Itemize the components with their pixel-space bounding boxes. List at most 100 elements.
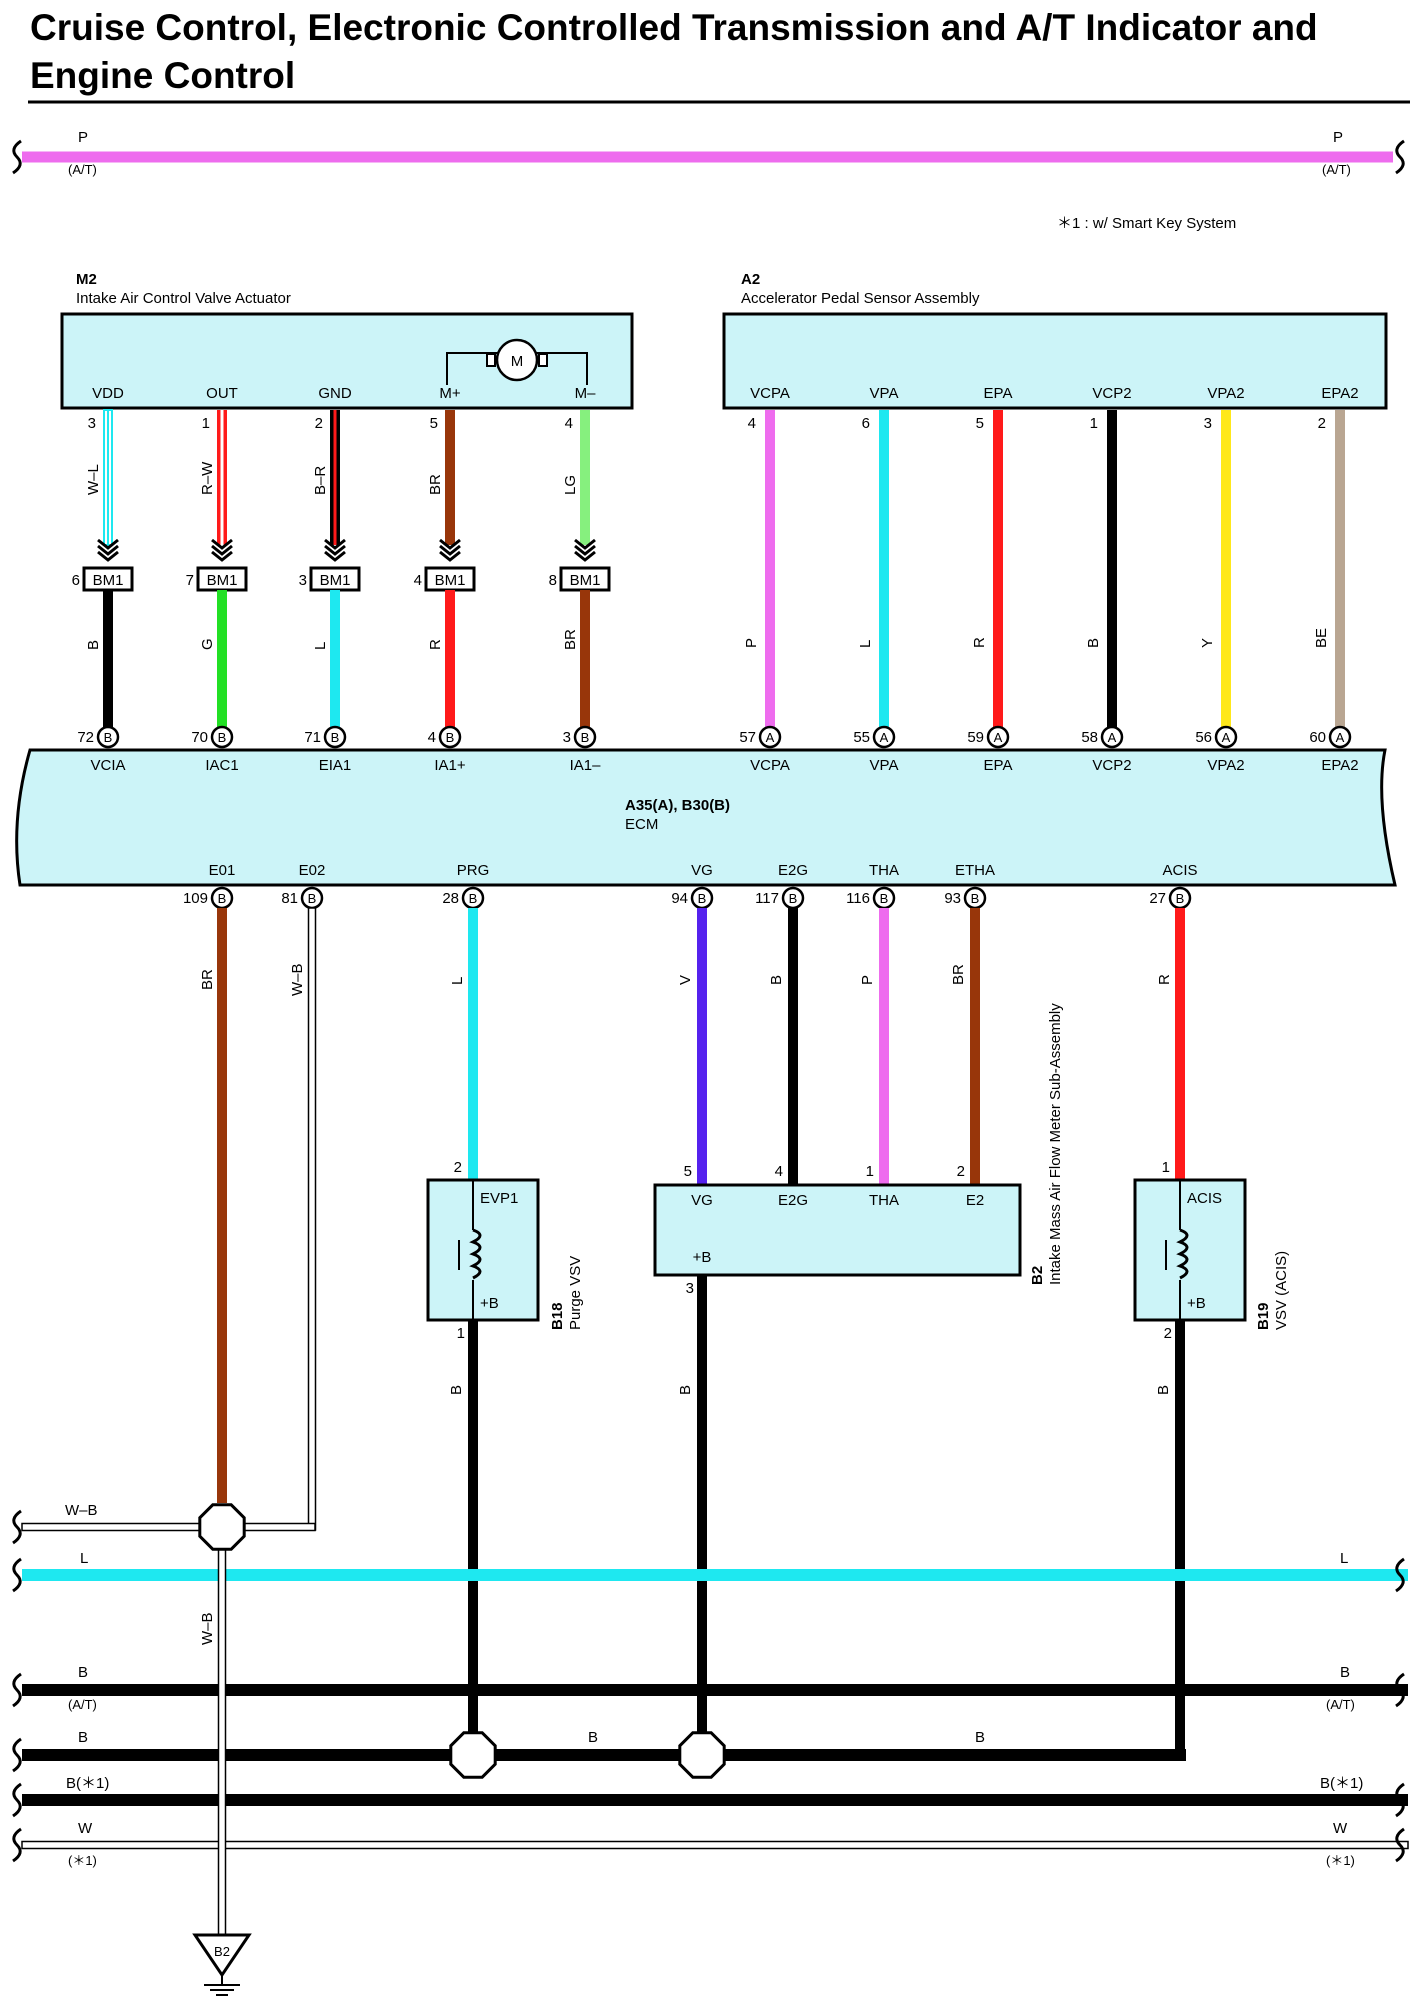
bm1-chevron (574, 550, 596, 562)
bm1-connector-label: BM1 (320, 572, 351, 589)
motor-brush (486, 353, 496, 367)
b-star-bus-left-break (12, 1782, 22, 1818)
ecm-top-pin-number: 57 (739, 729, 756, 746)
ecm-connector-letter: B (104, 730, 113, 745)
plus-b-feed-code: B (448, 1385, 465, 1395)
b19-terminal-bottom: +B (1187, 1295, 1206, 1312)
m2-terminal-label: M+ (439, 385, 460, 402)
bm1-connector-label: BM1 (570, 572, 601, 589)
ecm-bottom-terminal: E01 (209, 862, 236, 879)
b2-pin-number: 2 (957, 1163, 965, 1180)
ecm-bottom-pin-number: 109 (183, 890, 208, 907)
ecm-bottom-terminal: THA (869, 862, 899, 879)
acis-wire-code: R (1156, 974, 1173, 985)
b2-pin-number: 5 (684, 1163, 692, 1180)
b-star-right-label: B(＊1) (1320, 1775, 1363, 1792)
a2-terminal-label: VCP2 (1092, 385, 1131, 402)
a2-wire-color-code: BE (1313, 628, 1330, 648)
ecm-connector-letter: A (880, 730, 889, 745)
top-bus-right-break (1395, 139, 1405, 175)
top-bus-right-sub: (A/T) (1322, 162, 1351, 177)
b19-code: B19 (1255, 1302, 1272, 1330)
w-star-bus (21, 1840, 1409, 1850)
ecm-connector-letter: B (308, 891, 317, 906)
ecm-top-pin-number: 3 (563, 729, 571, 746)
ecm-bottom-terminal: PRG (457, 862, 490, 879)
bm1-chevron (97, 544, 119, 556)
w-star-bus-left-break (12, 1827, 22, 1863)
ecm-connector-letter: B (789, 891, 798, 906)
b-at-bus-left-break (12, 1672, 22, 1708)
ecm-code: A35(A), B30(B) (625, 797, 730, 814)
a2-wire-color-code: L (857, 640, 874, 648)
ecm-connector-letter: B (581, 730, 590, 745)
ecm-top-pin (1214, 725, 1238, 749)
b2-plus-b: +B (693, 1249, 712, 1266)
b-main-mid-label: B (975, 1729, 985, 1746)
bus-right-break (1395, 1557, 1405, 1593)
ecm-bottom-terminal: ETHA (955, 862, 995, 879)
bm1-chevron (97, 550, 119, 562)
ecm-connector-letter: B (971, 891, 980, 906)
b18-pin-number: 2 (454, 1159, 462, 1176)
b2-pin-number: 4 (775, 1163, 783, 1180)
bm1-chevron (324, 550, 346, 562)
ecm-top-pin-number: 59 (967, 729, 984, 746)
ecm-top-pin (210, 725, 234, 749)
a2-pin-number: 3 (1204, 415, 1212, 432)
a2-pin-number: 1 (1090, 415, 1098, 432)
m2-code: M2 (76, 271, 97, 288)
b19-coil (1176, 1228, 1189, 1280)
m2-wire-color-code: R–W (199, 461, 216, 495)
ecm-top-pin-number: 72 (77, 729, 94, 746)
ecm-connector-letter: A (1336, 730, 1345, 745)
w-star-right-label: W (1333, 1820, 1348, 1837)
ecm-top-pin-number: 4 (428, 729, 436, 746)
motor-symbol (495, 338, 539, 382)
b-at-left-label: B (78, 1664, 88, 1681)
m2-pin-number: 3 (88, 415, 96, 432)
ecm-connector-letter: A (994, 730, 1003, 745)
bm1-connector-label: BM1 (435, 572, 466, 589)
page-title: Cruise Control, Electronic Controlled Tr… (30, 7, 1318, 96)
m2-pin-number: 1 (202, 415, 210, 432)
m2-lower-wire-code: R (427, 639, 444, 650)
b18-coil (469, 1228, 482, 1280)
b2-terminal-label: E2G (778, 1192, 808, 1209)
ecm-connector-letter: B (331, 730, 340, 745)
ecm-connector-letter: A (1222, 730, 1231, 745)
m2-wire-color-code: B–R (312, 466, 329, 495)
ecm-bottom-terminal: ACIS (1162, 862, 1197, 879)
wb-bus-break (12, 1509, 22, 1545)
ecm-top-pin (1328, 725, 1352, 749)
ecm-connector-letter: B (698, 891, 707, 906)
m2-terminal-label: OUT (206, 385, 238, 402)
ecm-top-terminal: EPA2 (1321, 757, 1358, 774)
ecm-top-pin (96, 725, 120, 749)
ecm-top-terminal: VCP2 (1092, 757, 1131, 774)
top-bus-left-sub: (A/T) (68, 162, 97, 177)
ecm-connector-letter: A (766, 730, 775, 745)
b19-box (1133, 1178, 1247, 1322)
ecm-top-pin-number: 56 (1195, 729, 1212, 746)
ecm-bottom-pin-number: 28 (442, 890, 459, 907)
bm1-chevron (324, 544, 346, 556)
m2-terminal-label: VDD (92, 385, 124, 402)
w-star-left-label: W (78, 1820, 93, 1837)
ecm-bottom-pin-number: 94 (671, 890, 688, 907)
b19-name: VSV (ACIS) (1273, 1251, 1290, 1330)
b18-terminal-bottom: +B (480, 1295, 499, 1312)
a2-terminal-label: VPA2 (1207, 385, 1244, 402)
plus-b-feed-pin: 2 (1164, 1325, 1172, 1342)
b19-terminal-top: ACIS (1187, 1190, 1222, 1207)
bm1-connector-label: BM1 (207, 572, 238, 589)
ecm-top-pin-number: 71 (304, 729, 321, 746)
ecm-connector-letter: B (446, 730, 455, 745)
plus-b-feed-code: B (677, 1385, 694, 1395)
a2-wire-color-code: Y (1199, 638, 1216, 648)
ecm-bottom-pin-number: 81 (281, 890, 298, 907)
wb-bus (21, 1522, 223, 1532)
bm1-pin-number: 4 (414, 572, 422, 589)
a2-name: Accelerator Pedal Sensor Assembly (741, 290, 980, 307)
plus-b-feed-pin: 3 (686, 1280, 694, 1297)
